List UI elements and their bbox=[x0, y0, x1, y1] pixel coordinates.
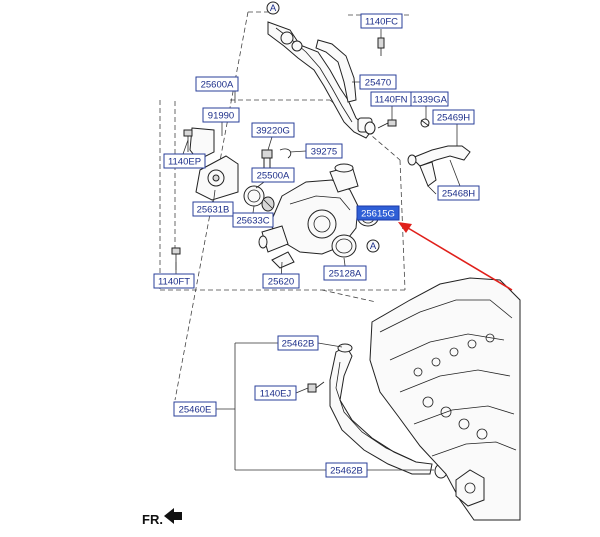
marker-a-right-text: A bbox=[370, 241, 377, 252]
label-91990-text: 91990 bbox=[208, 111, 234, 122]
label-25462b-top-text: 25462B bbox=[282, 339, 315, 350]
bolt-1140ep bbox=[183, 129, 193, 152]
label-25469h-text: 25469H bbox=[437, 113, 470, 124]
marker-a-top-text: A bbox=[270, 3, 277, 14]
label-25500a[interactable]: 25500A bbox=[251, 167, 295, 183]
label-1140ep[interactable]: 1140EP bbox=[163, 153, 206, 169]
label-25470[interactable]: 25470 bbox=[359, 74, 397, 90]
thermostat-25500a bbox=[243, 185, 275, 212]
front-direction-indicator: FR. bbox=[142, 508, 182, 527]
label-39275[interactable]: 39275 bbox=[305, 143, 343, 159]
label-1339ga[interactable]: 1339GA bbox=[410, 91, 449, 107]
label-25631b-text: 25631B bbox=[197, 205, 230, 216]
bolt-1140ej bbox=[307, 381, 325, 393]
marker-a-right: A bbox=[366, 239, 380, 253]
gasket-91990 bbox=[189, 127, 239, 201]
label-25460e[interactable]: 25460E bbox=[173, 401, 217, 417]
clip-1339ga bbox=[420, 118, 430, 128]
highlight-arrow bbox=[398, 222, 513, 291]
right-pipe-25469h bbox=[407, 145, 471, 195]
label-25631b[interactable]: 25631B bbox=[192, 201, 234, 217]
label-1140ft[interactable]: 1140FT bbox=[153, 273, 195, 289]
label-25468h[interactable]: 25468H bbox=[437, 185, 480, 201]
label-25615g[interactable]: 25615G bbox=[356, 205, 400, 221]
label-25462b-top[interactable]: 25462B bbox=[277, 335, 319, 351]
label-39220g-text: 39220G bbox=[256, 126, 290, 137]
label-25460e-text: 25460E bbox=[179, 405, 212, 416]
label-25633c[interactable]: 25633C bbox=[232, 212, 274, 228]
upper-pipe-25470 bbox=[267, 21, 376, 139]
label-25470-text: 25470 bbox=[365, 78, 391, 89]
label-25128a[interactable]: 25128A bbox=[323, 265, 367, 281]
gasket-25128a bbox=[331, 234, 357, 258]
label-39275-text: 39275 bbox=[311, 147, 337, 158]
label-1140fn[interactable]: 1140FN bbox=[370, 91, 412, 107]
label-1339ga-text: 1339GA bbox=[412, 95, 448, 106]
label-1140ep-text: 1140EP bbox=[168, 157, 201, 168]
label-91990[interactable]: 91990 bbox=[202, 107, 240, 123]
label-25600a-text: 25600A bbox=[201, 80, 234, 91]
label-25620-text: 25620 bbox=[268, 277, 294, 288]
label-25500a-text: 25500A bbox=[257, 171, 290, 182]
label-25462b-bottom[interactable]: 25462B bbox=[325, 462, 368, 478]
label-1140ej-text: 1140EJ bbox=[260, 389, 292, 400]
label-25468h-text: 25468H bbox=[442, 189, 475, 200]
bolt-1140fc bbox=[377, 37, 385, 56]
label-25633c-text: 25633C bbox=[236, 216, 269, 227]
label-1140ej[interactable]: 1140EJ bbox=[254, 385, 297, 401]
label-39220g[interactable]: 39220G bbox=[251, 122, 295, 138]
label-25600a[interactable]: 25600A bbox=[195, 76, 239, 92]
engine-block bbox=[369, 277, 521, 521]
front-arrow-icon bbox=[164, 508, 182, 524]
front-direction-text: FR. bbox=[142, 512, 163, 527]
label-1140fc[interactable]: 1140FC bbox=[360, 13, 403, 29]
label-25128a-text: 25128A bbox=[329, 269, 362, 280]
marker-a-top: A bbox=[266, 1, 280, 15]
label-1140fn-text: 1140FN bbox=[374, 95, 407, 106]
label-1140ft-text: 1140FT bbox=[158, 277, 190, 288]
bolt-1140fn bbox=[377, 119, 397, 129]
label-25615g-text: 25615G bbox=[361, 209, 395, 220]
housing-25620 bbox=[258, 163, 359, 269]
label-25462b-bottom-text: 25462B bbox=[330, 466, 363, 477]
label-25469h[interactable]: 25469H bbox=[432, 109, 475, 125]
label-1140fc-text: 1140FC bbox=[365, 17, 398, 28]
label-25620[interactable]: 25620 bbox=[262, 273, 300, 289]
